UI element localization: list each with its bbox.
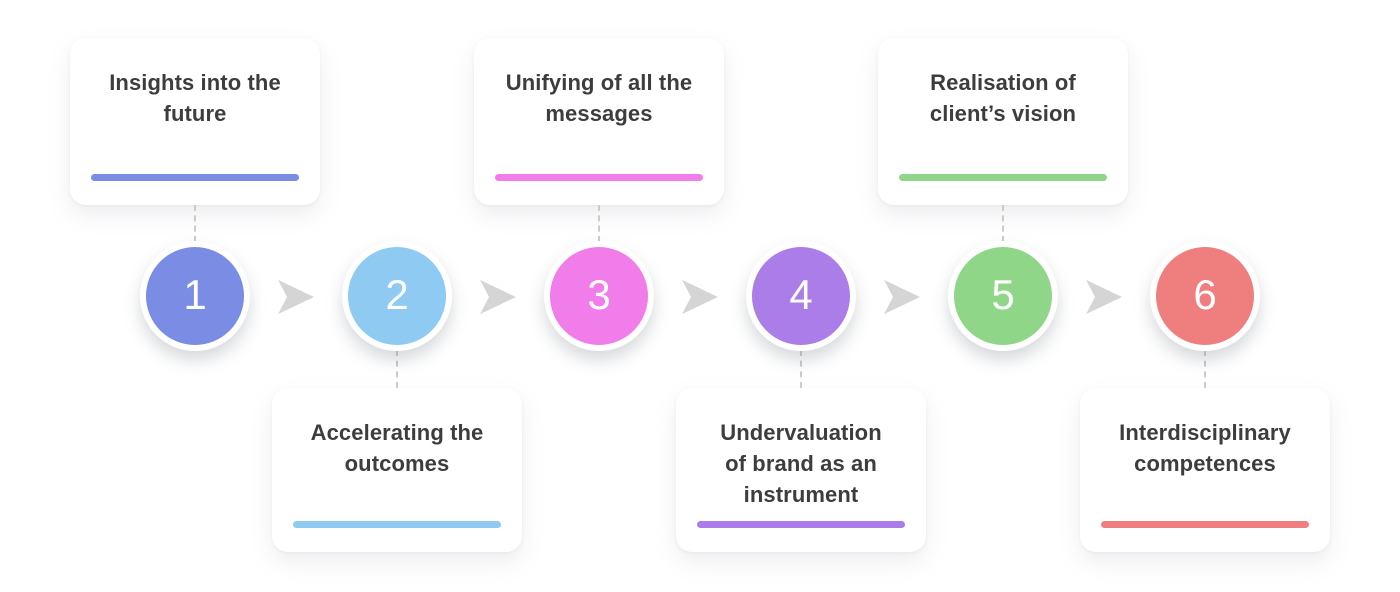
step-5-number: 5 [991,271,1015,318]
arrow-right-icon [480,279,516,315]
step-1-number: 1 [183,271,207,318]
step-4-card-title: Undervaluation of brand as an instrument [720,420,882,507]
arrow-right-icon [1086,279,1122,315]
step-6-number: 6 [1193,271,1217,318]
step-6-dashed-connector [1204,350,1206,388]
step-5-card: Realisation of client’s vision [878,38,1128,205]
step-3-card-underline [495,174,703,181]
step-5-card-title: Realisation of client’s vision [929,70,1077,126]
step-4-card: Undervaluation of brand as an instrument [676,388,926,552]
step-4-circle-fill: 4 [752,247,850,345]
arrow-right-icon [884,279,920,315]
step-2-card-underline [293,521,501,528]
step-6-circle-fill: 6 [1156,247,1254,345]
step-1-dashed-connector [194,205,196,242]
step-6-card-title: Interdisciplinary competences [1119,420,1291,476]
step-1-card-title: Insights into the future [109,70,281,126]
step-4-dashed-connector [800,350,802,388]
step-6-card-underline [1101,521,1309,528]
step-1-card: Insights into the future [70,38,320,205]
step-6-circle: 6 [1150,241,1260,351]
step-2-card-title: Accelerating the outcomes [310,420,484,476]
step-1-card-underline [91,174,299,181]
step-2-card: Accelerating the outcomes [272,388,522,552]
step-4-circle: 4 [746,241,856,351]
step-5-card-underline [899,174,1107,181]
step-1-circle: 1 [140,241,250,351]
step-3-circle-fill: 3 [550,247,648,345]
step-5-dashed-connector [1002,205,1004,242]
step-4-number: 4 [789,271,813,318]
step-2-number: 2 [385,271,409,318]
step-3-card: Unifying of all the messages [474,38,724,205]
step-2-dashed-connector [396,350,398,388]
step-3-number: 3 [587,271,611,318]
step-3-circle: 3 [544,241,654,351]
step-6-card: Interdisciplinary competences [1080,388,1330,552]
step-1-circle-fill: 1 [146,247,244,345]
step-5-circle: 5 [948,241,1058,351]
arrow-right-icon [278,279,314,315]
step-2-circle: 2 [342,241,452,351]
step-4-card-underline [697,521,905,528]
step-3-dashed-connector [598,205,600,242]
step-5-circle-fill: 5 [954,247,1052,345]
step-3-card-title: Unifying of all the messages [505,70,693,126]
arrow-right-icon [682,279,718,315]
step-2-circle-fill: 2 [348,247,446,345]
